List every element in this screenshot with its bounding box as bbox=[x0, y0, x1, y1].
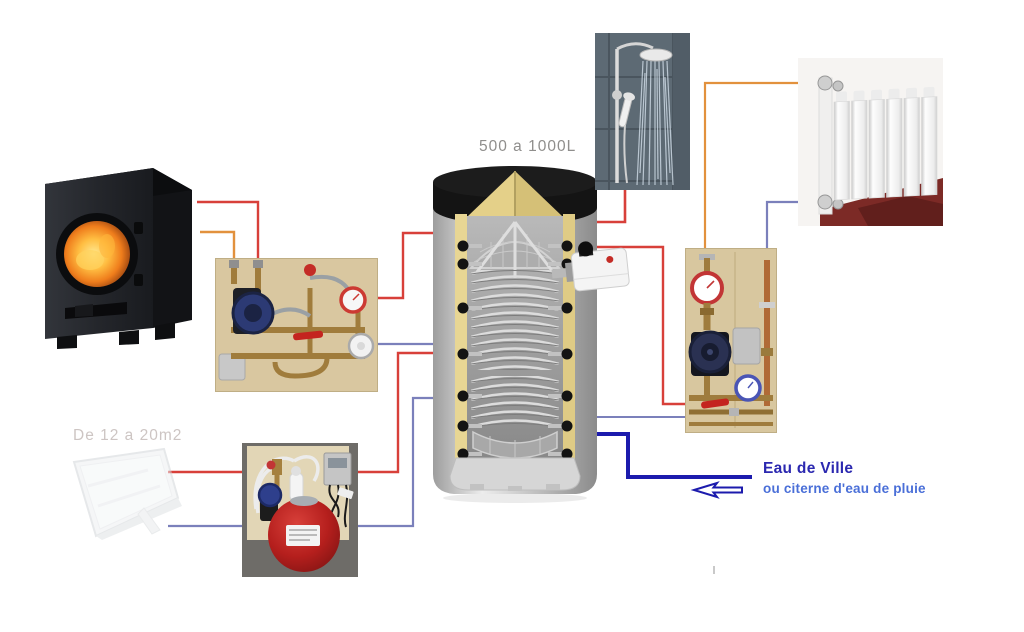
solar-station bbox=[242, 443, 358, 582]
pipe-radiator-supply-warm bbox=[703, 81, 799, 253]
tank-base bbox=[449, 457, 581, 491]
pipe-city-water bbox=[592, 432, 752, 479]
pipe-stove-supply-hot bbox=[197, 200, 260, 264]
electric-heater bbox=[551, 241, 630, 292]
city-water-sublabel: ou citerne d'eau de pluie bbox=[763, 481, 926, 496]
radiator-top-valve bbox=[817, 75, 833, 91]
brass-valve bbox=[272, 459, 282, 475]
city-water-arrow-icon bbox=[690, 481, 743, 499]
shower bbox=[595, 33, 690, 195]
stove-foot bbox=[155, 322, 175, 340]
radiator bbox=[798, 58, 943, 231]
stove-foot bbox=[57, 335, 77, 349]
stray-mark bbox=[713, 566, 715, 574]
solar-controller bbox=[323, 452, 352, 486]
pipe-radiator-return-cold bbox=[765, 200, 799, 260]
radiator-sections bbox=[833, 86, 938, 201]
lower-coil bbox=[471, 376, 559, 428]
tank-capacity-label: 500 a 1000L bbox=[479, 138, 577, 155]
stove-side bbox=[153, 168, 192, 328]
radiator-riser bbox=[818, 77, 833, 215]
collector-frame bbox=[96, 498, 182, 540]
boiler-loading-unit bbox=[214, 257, 379, 397]
pipe-stove-return-warm bbox=[200, 230, 236, 264]
hand-shower bbox=[618, 92, 636, 128]
pipe-tank-to-shower-hot bbox=[594, 186, 627, 224]
radiator-bottom-valve bbox=[817, 194, 833, 210]
pipe-loading-unit-to-tank-hot bbox=[356, 231, 437, 300]
safety-valve bbox=[304, 264, 316, 276]
water-spray bbox=[636, 60, 674, 186]
solar-pump bbox=[257, 482, 283, 508]
city-water-label: Eau de Ville bbox=[763, 460, 854, 477]
ball-valve-lever bbox=[293, 330, 324, 341]
upper-coil bbox=[471, 270, 559, 370]
insulation-wedge bbox=[468, 171, 515, 216]
solar-collector bbox=[68, 446, 182, 545]
shower-head bbox=[639, 48, 673, 62]
buffer-tank bbox=[430, 158, 642, 511]
wood-stove bbox=[35, 148, 205, 355]
pipe-tank-to-heating-group-hot bbox=[594, 245, 688, 406]
ball-valve-lever bbox=[701, 398, 730, 409]
collector-leg bbox=[137, 507, 161, 535]
junction-box bbox=[732, 327, 761, 365]
solar-area-label: De 12 a 20m2 bbox=[73, 427, 183, 444]
heater-knob bbox=[578, 241, 594, 257]
stove-foot bbox=[119, 330, 139, 345]
tank-ports bbox=[457, 240, 573, 460]
heating-pump-group bbox=[684, 247, 778, 438]
